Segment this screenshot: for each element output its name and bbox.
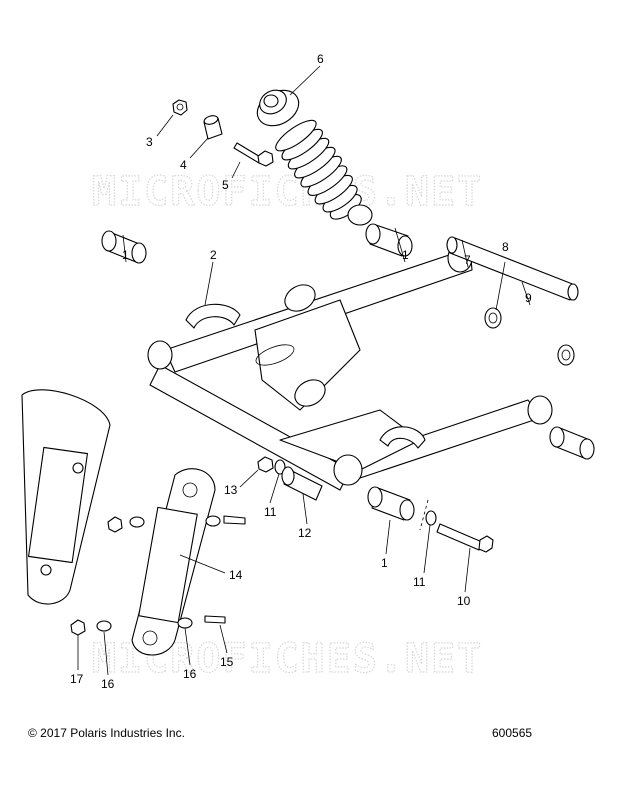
callout-13: 13 <box>224 483 238 497</box>
callout-10: 10 <box>457 594 471 608</box>
bushing-1-rear <box>549 426 595 460</box>
bushing-1-right <box>365 223 413 257</box>
callout-1: 1 <box>122 248 129 262</box>
bushing-1-lower <box>367 486 415 521</box>
callout-1: 1 <box>381 556 388 570</box>
callout-2: 2 <box>210 248 217 262</box>
callout-3: 3 <box>146 135 153 149</box>
nut-13 <box>257 456 274 473</box>
copyright-notice: © 2017 Polaris Industries Inc. <box>28 726 185 740</box>
bushing-4 <box>203 115 223 140</box>
pivot-shaft-7 <box>446 236 579 301</box>
bushing-12 <box>281 466 323 501</box>
bolt-5 <box>233 142 274 167</box>
link-hardware <box>70 515 246 636</box>
leader-lines <box>77 65 531 676</box>
nut-3 <box>172 99 188 116</box>
callout-1: 1 <box>402 248 409 262</box>
callout-5: 5 <box>222 178 229 192</box>
callout-15: 15 <box>220 655 234 669</box>
callout-14: 14 <box>229 568 243 582</box>
link-plate-14 <box>131 468 216 656</box>
link-plate-left <box>21 389 111 605</box>
callout-11: 11 <box>264 505 277 519</box>
washer-11-right <box>425 510 437 526</box>
washer-8 <box>484 307 575 366</box>
callout-6: 6 <box>317 52 324 66</box>
callout-12: 12 <box>298 526 312 540</box>
callout-11: 11 <box>413 575 426 589</box>
callout-9: 9 <box>525 291 532 305</box>
shock-absorber <box>256 89 373 226</box>
watermark-top: MICROFICHES.NET <box>92 169 483 215</box>
callout-4: 4 <box>180 158 187 172</box>
callout-16: 16 <box>183 667 197 681</box>
callout-8: 8 <box>502 240 509 254</box>
callout-17: 17 <box>70 672 84 686</box>
callout-16: 16 <box>101 677 115 691</box>
document-number: 600565 <box>492 726 533 740</box>
callout-7: 7 <box>464 253 471 267</box>
bracket-2 <box>185 303 426 449</box>
washer-11-left <box>274 459 286 475</box>
callout-labels: 6 3 4 5 1 2 1 8 7 9 13 11 12 1 11 10 14 … <box>70 52 532 691</box>
a-arm <box>147 243 553 491</box>
bolt-10 <box>436 523 494 553</box>
